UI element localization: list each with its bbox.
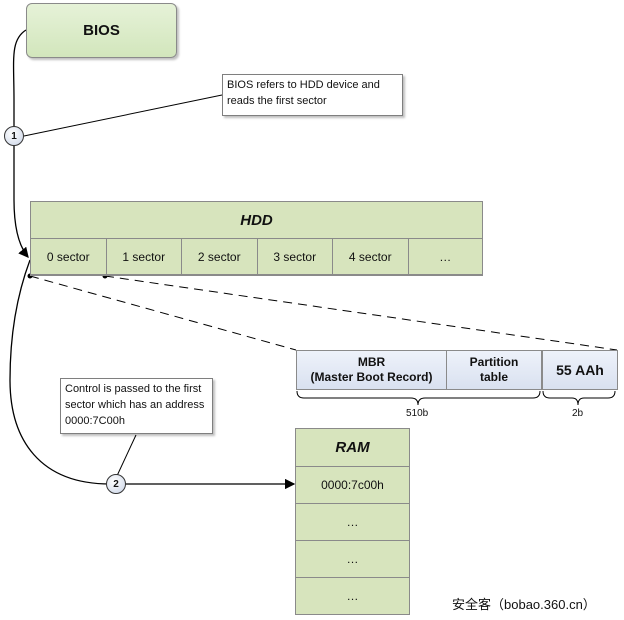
sector-0: 0 sector [30,238,106,276]
mbr-line1: MBR [357,355,386,369]
bios-box: BIOS [26,3,177,58]
brace-510b [296,390,541,406]
mbr-cell: MBR (Master Boot Record) [296,350,447,390]
step-2-marker: 2 [106,474,126,494]
bios-label: BIOS [83,22,120,39]
hdd-block: HDD 0 sector 1 sector 2 sector 3 sector … [30,201,483,276]
zoom-line-left [29,275,297,351]
hdd-to-ram-arrow [9,259,296,490]
sector-4: 4 sector [332,238,408,276]
ram-cell-more-2: … [296,540,409,577]
ram-cell-7c00: 0000:7c00h [296,466,409,503]
size-2b-label: 2b [572,408,584,419]
partition-line1: Partition [469,355,519,369]
step-1-marker: 1 [4,126,24,146]
sector-1: 1 sector [105,238,181,276]
mbr-line2: (Master Boot Record) [310,370,433,384]
note-step1-text: BIOS refers to HDD device and reads the … [227,79,380,107]
ram-block: RAM 0000:7c00h … … … [295,428,410,615]
brace-2b [542,390,616,406]
step-2-number: 2 [113,478,119,490]
note-step1: BIOS refers to HDD device and reads the … [222,74,403,116]
watermark: 安全客（bobao.360.cn） [452,597,596,612]
zoom-line-right [104,275,618,351]
sector-more: … [407,238,483,276]
note1-pointer [23,94,223,137]
sector-2: 2 sector [181,238,257,276]
hdd-sector-row: 0 sector 1 sector 2 sector 3 sector 4 se… [30,238,483,276]
ram-cell-more-1: … [296,503,409,540]
step-1-number: 1 [11,130,17,142]
note2-pointer [115,434,137,479]
signature-cell: 55 AAh [542,350,618,390]
partition-table-cell: Partition table [447,350,542,390]
ram-title: RAM [335,439,370,456]
mbr-structure: MBR (Master Boot Record) Partition table… [296,350,618,390]
partition-line2: table [479,370,508,384]
size-510b-label: 510b [406,408,429,419]
note-step2: Control is passed to the first sector wh… [60,378,213,434]
ram-cell-more-3: … [296,577,409,614]
note-step2-text: Control is passed to the first sector wh… [65,383,205,427]
sector-3: 3 sector [256,238,332,276]
bios-to-hdd-arrow [12,29,29,258]
signature-label: 55 AAh [556,361,604,378]
hdd-title: HDD [240,211,273,229]
